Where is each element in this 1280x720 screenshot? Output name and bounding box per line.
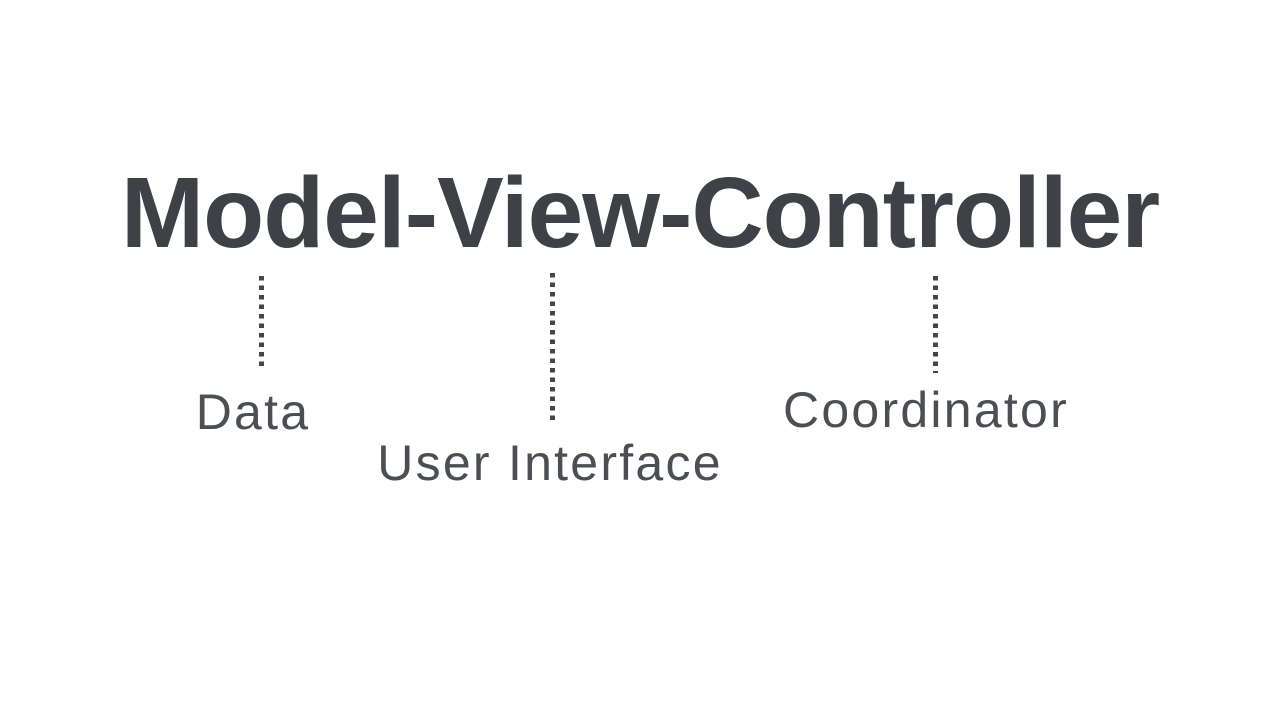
diagram-title: Model-View-Controller: [120, 157, 1160, 269]
controller-annotation-label: Coordinator: [782, 382, 1070, 438]
view-connector-dotted-line: [550, 273, 555, 421]
model-annotation-label: Data: [195, 384, 311, 440]
controller-connector-dotted-line: [933, 276, 938, 373]
model-connector-dotted-line: [259, 276, 264, 370]
view-annotation-label: User Interface: [377, 435, 723, 491]
